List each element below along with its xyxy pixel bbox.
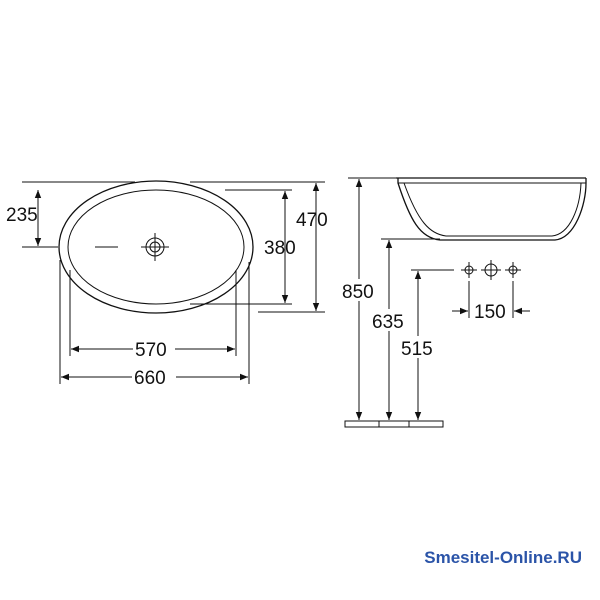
dim-label-235: 235 <box>6 205 38 226</box>
dim-label-470: 470 <box>296 210 328 231</box>
dimension-635: 635 <box>370 238 440 420</box>
dim-label-515: 515 <box>401 339 433 360</box>
dim-label-850: 850 <box>342 282 374 303</box>
watermark: Smesitel-Online.RU <box>424 548 582 567</box>
dimension-380: 380 <box>190 189 296 305</box>
dimension-570: 570 <box>69 270 237 361</box>
dim-label-660: 660 <box>134 368 166 389</box>
tap-connections <box>461 260 521 280</box>
basin-inner-bowl <box>67 189 245 305</box>
dim-label-380: 380 <box>264 238 296 259</box>
tap-center-icon <box>481 260 501 280</box>
floor <box>344 420 444 428</box>
basin-side-view <box>396 177 587 241</box>
dimension-150: 150 <box>452 281 530 323</box>
dimension-515: 515 <box>399 269 454 420</box>
tap-left-icon <box>461 262 477 278</box>
dim-label-570: 570 <box>135 340 167 361</box>
basin-outer-rim <box>58 180 254 314</box>
dim-label-150: 150 <box>474 302 506 323</box>
drain-icon <box>141 233 169 261</box>
dimension-660: 660 <box>59 260 250 389</box>
dimension-470: 470 <box>190 181 328 313</box>
dimension-235: 235 <box>6 181 135 248</box>
tap-right-icon <box>505 262 521 278</box>
dimension-850: 850 <box>340 177 396 420</box>
basin-top-view <box>58 180 254 314</box>
dim-label-635: 635 <box>372 312 404 333</box>
